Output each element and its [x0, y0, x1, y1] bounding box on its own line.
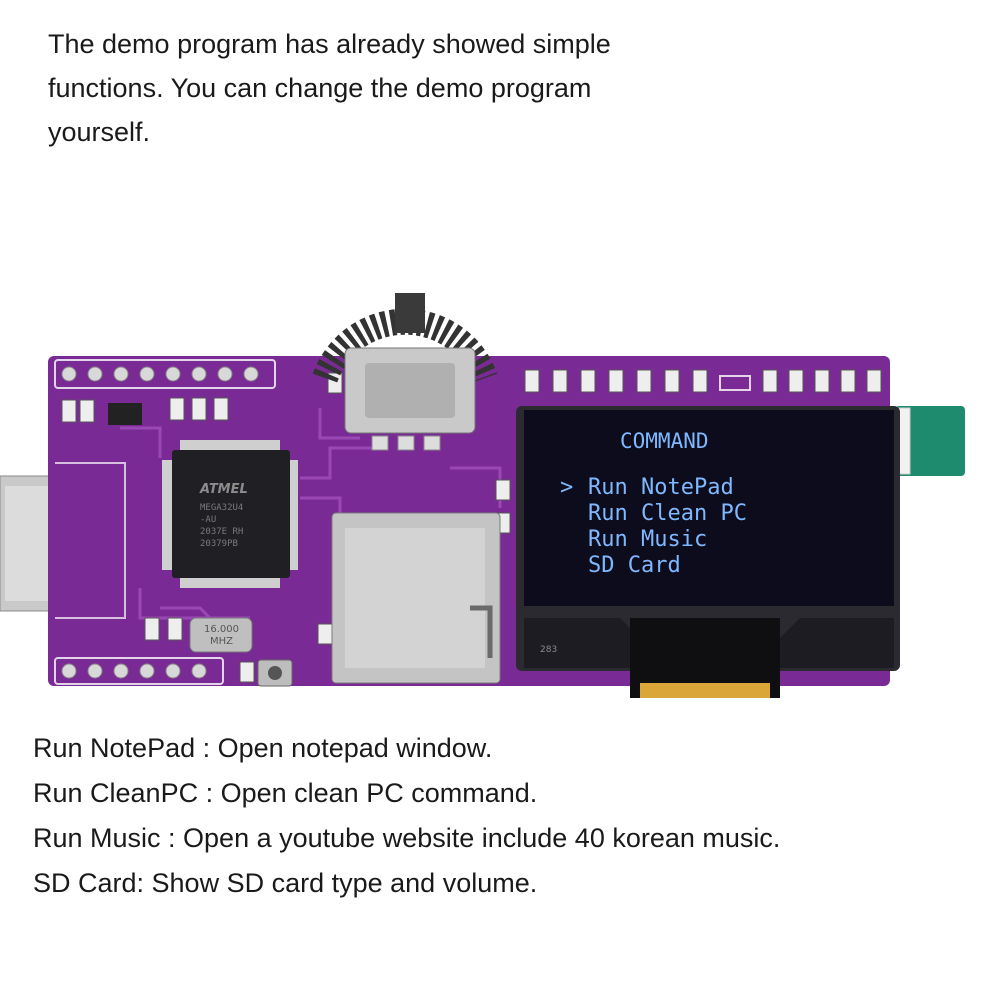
rotary-encoder [312, 293, 498, 451]
intro-line: The demo program has already showed simp… [48, 29, 611, 59]
sd-card-slot [331, 512, 501, 684]
header-pins-top-left [54, 359, 276, 389]
regulator-chip [108, 403, 142, 425]
oled-menu-item: Run NotePad [588, 475, 734, 500]
oled-menu-item: Run Clean PC [588, 501, 747, 526]
description-line: SD Card: Show SD card type and volume. [33, 868, 538, 898]
mcu-chip: ATMEL MEGA32U4 -AU 2037E RH 20379PB [162, 440, 298, 588]
oled-cursor: > [560, 475, 573, 500]
oled-menu-item: Run Music [588, 527, 707, 552]
crystal-marking: 16.000 [204, 624, 239, 635]
board-photo: ATMEL MEGA32U4 -AU 2037E RH 20379PB 16.0… [0, 288, 1000, 708]
chip-marking: -AU [200, 515, 216, 525]
chip-marking: MEGA32U4 [200, 503, 243, 513]
crystal-oscillator: 16.000 MHZ [189, 617, 253, 653]
oled-module: 283 COMMAND > Run NotePad Run Clean PC R… [516, 406, 900, 698]
header-pins-bottom-left [54, 657, 224, 685]
oled-label: 283 [540, 645, 557, 655]
description-line: Run Music : Open a youtube website inclu… [33, 823, 781, 853]
command-descriptions: Run NotePad : Open notepad window. Run C… [33, 726, 973, 906]
intro-line: functions. You can change the demo progr… [48, 73, 592, 103]
pcb-board-illustration: ATMEL MEGA32U4 -AU 2037E RH 20379PB 16.0… [0, 293, 965, 698]
chip-marking: 20379PB [200, 539, 238, 549]
smd-components [61, 372, 511, 683]
description-line: Run CleanPC : Open clean PC command. [33, 778, 538, 808]
crystal-marking: MHZ [210, 636, 233, 647]
oled-title: COMMAND [620, 429, 709, 453]
flex-cable-tab [895, 406, 965, 476]
chip-brand: ATMEL [199, 482, 248, 497]
description-line: Run NotePad : Open notepad window. [33, 733, 493, 763]
reset-button [257, 659, 293, 687]
intro-text: The demo program has already showed simp… [48, 22, 688, 154]
oled-screen [524, 410, 894, 606]
oled-menu-item: SD Card [588, 553, 681, 578]
chip-marking: 2037E RH [200, 527, 243, 537]
smd-row-top-right [524, 369, 882, 393]
intro-line: yourself. [48, 117, 151, 147]
